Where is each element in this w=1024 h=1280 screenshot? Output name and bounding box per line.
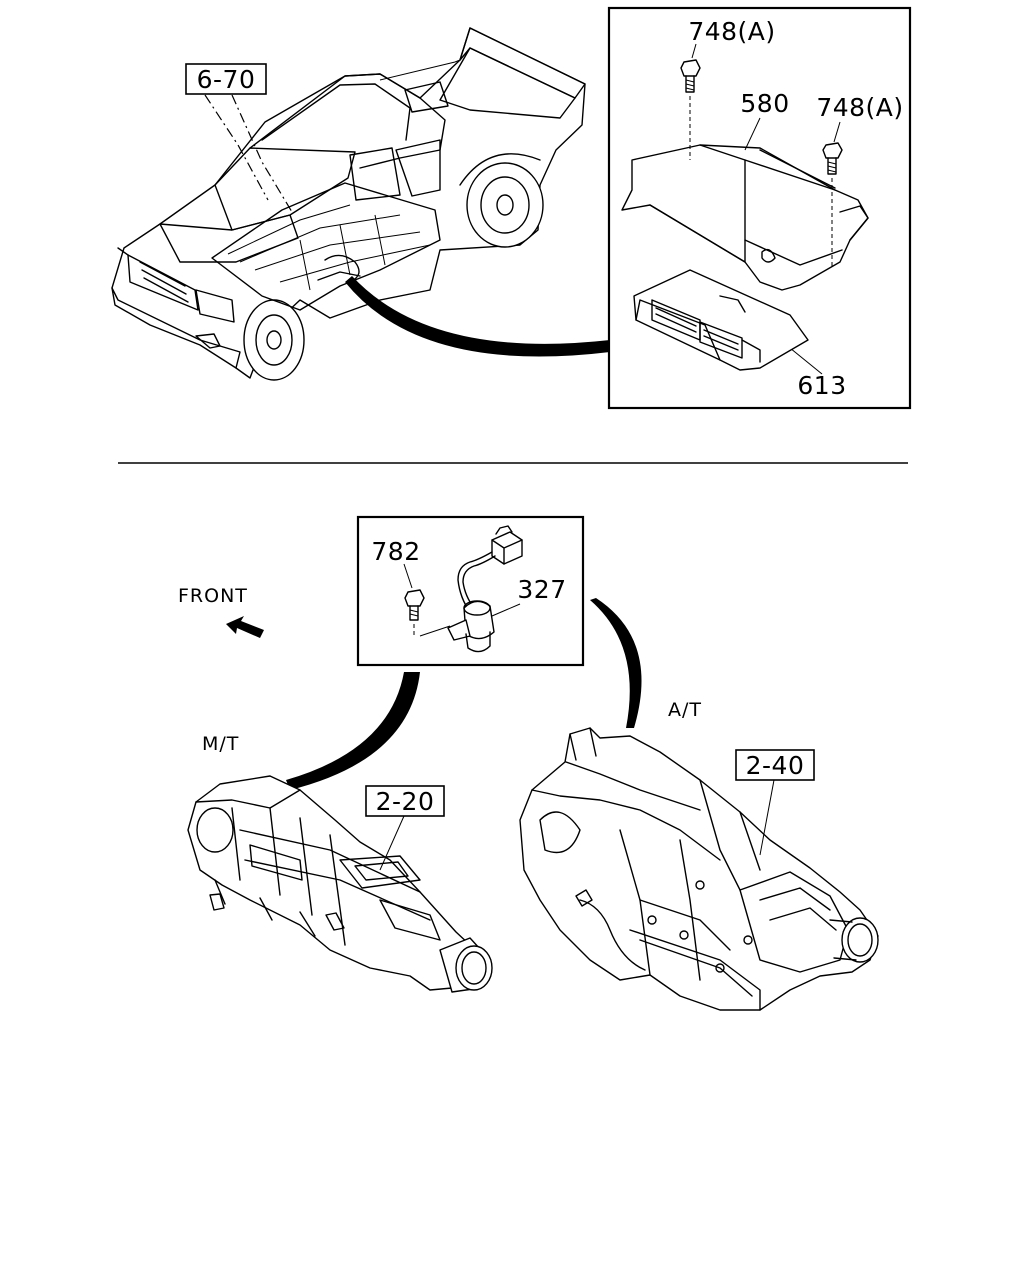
part-label-748a-right: 748(A) xyxy=(816,93,903,122)
arrow-left-up-icon xyxy=(226,616,264,638)
part-label-580: 580 xyxy=(740,89,789,118)
control-unit-613 xyxy=(633,269,809,371)
reference-label-6-70: 6-70 xyxy=(197,65,256,94)
airbag-module-detail-box: 748(A) 580 748(A) 613 xyxy=(607,6,912,410)
bolt-748a-right xyxy=(822,142,843,268)
reference-box-6-70: 6-70 xyxy=(185,63,267,95)
part-label-748a-left: 748(A) xyxy=(688,17,775,46)
manual-transmission-illustration xyxy=(187,775,493,993)
part-label-613: 613 xyxy=(797,371,846,400)
callout-connector-at xyxy=(590,598,642,728)
reference-label-2-20: 2-20 xyxy=(376,787,435,816)
front-label: FRONT xyxy=(178,585,248,607)
mt-label: M/T xyxy=(202,733,239,755)
speed-sensor-detail-box: 782 327 xyxy=(356,515,585,667)
callout-connector-mt xyxy=(286,672,420,790)
reference-box-2-20: 2-20 xyxy=(365,785,445,871)
part-label-327: 327 xyxy=(517,575,566,604)
reference-box-2-40: 2-40 xyxy=(735,749,815,856)
pickup-truck-illustration xyxy=(111,27,586,381)
callout-connector-truck xyxy=(345,276,610,357)
bolt-748a-left xyxy=(680,59,701,160)
part-label-782: 782 xyxy=(371,537,420,566)
reference-label-2-40: 2-40 xyxy=(746,751,805,780)
at-label: A/T xyxy=(668,699,702,721)
front-indicator: FRONT xyxy=(178,585,264,638)
automatic-transmission-illustration xyxy=(519,727,879,1011)
